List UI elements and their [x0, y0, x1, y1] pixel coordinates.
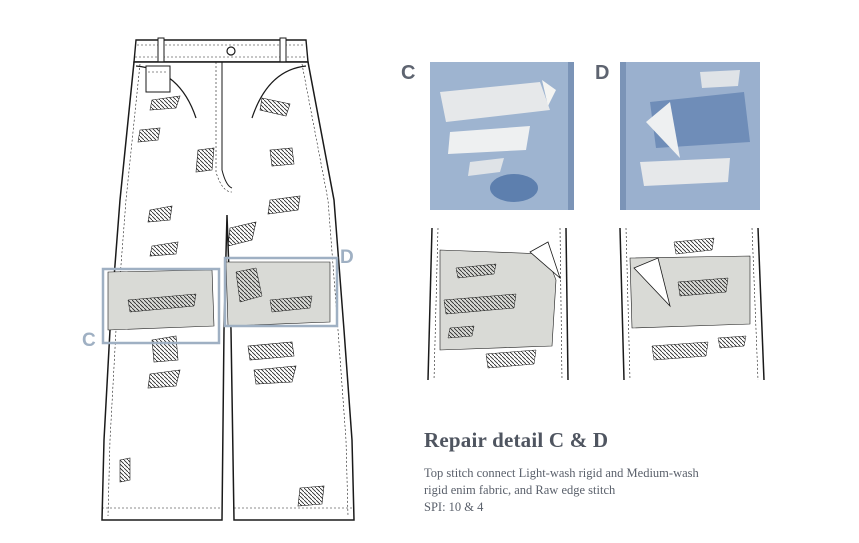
- callout-label-c: C: [82, 330, 96, 351]
- callout-box-c: [101, 267, 221, 345]
- description-line-3: SPI: 10 & 4: [424, 500, 484, 514]
- callout-box-d: [223, 256, 339, 328]
- description-line-2: rigid enim fabric, and Raw edge stitch: [424, 483, 616, 497]
- denim-photo-d: [620, 62, 760, 210]
- repair-detail-title: Repair detail C & D: [424, 428, 609, 452]
- sketch-detail-c: [427, 228, 569, 380]
- description-line-1: Top stitch connect Light-wash rigid and …: [424, 466, 699, 480]
- panel-label-c: C: [401, 62, 416, 84]
- denim-photo-c: [430, 62, 574, 210]
- panel-label-d: D: [595, 62, 610, 84]
- repair-detail-description: Top stitch connect Light-wash rigid and …: [424, 465, 754, 516]
- sketch-detail-d: [619, 228, 765, 380]
- callout-label-d: D: [340, 247, 354, 268]
